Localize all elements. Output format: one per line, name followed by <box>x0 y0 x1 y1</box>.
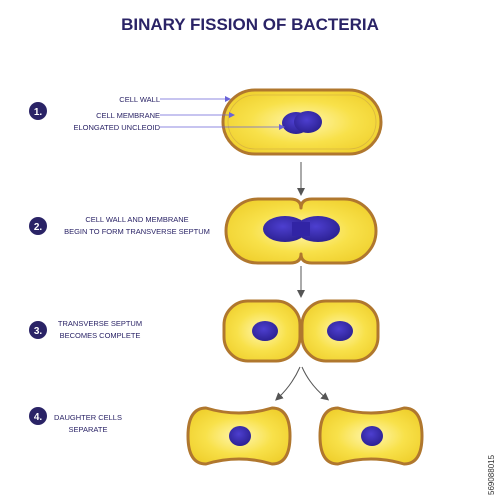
step-2-label-line-2: BEGIN TO FORM TRANSVERSE SEPTUM <box>64 227 210 236</box>
step-2-nucleoid-bridge <box>292 222 310 236</box>
step-3-badge <box>29 321 47 339</box>
step-4-label-line-1: DAUGHTER CELLS <box>54 413 122 422</box>
stock-image-id: 569088015 <box>487 454 496 495</box>
daughter-cell-left-nucleoid <box>229 426 251 446</box>
step-2-number: 2. <box>34 222 43 233</box>
step-1-cell-membrane <box>227 94 377 150</box>
step-1-label-nucleoid: ELONGATED UNCLEOID <box>73 123 160 132</box>
step-4-number: 4. <box>34 412 43 423</box>
daughter-cell-right-nucleoid <box>361 426 383 446</box>
arrow-step-3-to-4-left <box>275 366 301 401</box>
step-4-badge <box>29 407 47 425</box>
step-1-number: 1. <box>34 107 43 118</box>
step-3-label-line-2: BECOMES COMPLETE <box>60 331 141 340</box>
step-3-nucleoid-left <box>252 321 278 341</box>
arrow-step-3-to-4-right <box>301 366 330 401</box>
step-1-label-cell-membrane: CELL MEMBRANE <box>96 111 160 120</box>
step-3-nucleoid-right <box>327 321 353 341</box>
step-2: 2. CELL WALL AND MEMBRANE BEGIN TO FORM … <box>29 197 378 265</box>
step-2-badge <box>29 217 47 235</box>
step-3-label-line-1: TRANSVERSE SEPTUM <box>58 319 142 328</box>
step-4: 4. DAUGHTER CELLS SEPARATE <box>29 406 424 466</box>
step-4-label-line-2: SEPARATE <box>69 425 108 434</box>
step-1-label-cell-wall: CELL WALL <box>119 95 160 104</box>
diagram-title: BINARY FISSION OF BACTERIA <box>121 15 379 34</box>
step-2-label-line-1: CELL WALL AND MEMBRANE <box>85 215 188 224</box>
step-1: 1. CELL WALL CELL MEMBRANE ELONGATED UNC… <box>29 88 383 156</box>
step-1-badge <box>29 102 47 120</box>
step-3-number: 3. <box>34 326 43 337</box>
step-1-nucleoid-right <box>294 111 322 133</box>
step-3: 3. TRANSVERSE SEPTUM BECOMES COMPLETE <box>29 299 380 363</box>
